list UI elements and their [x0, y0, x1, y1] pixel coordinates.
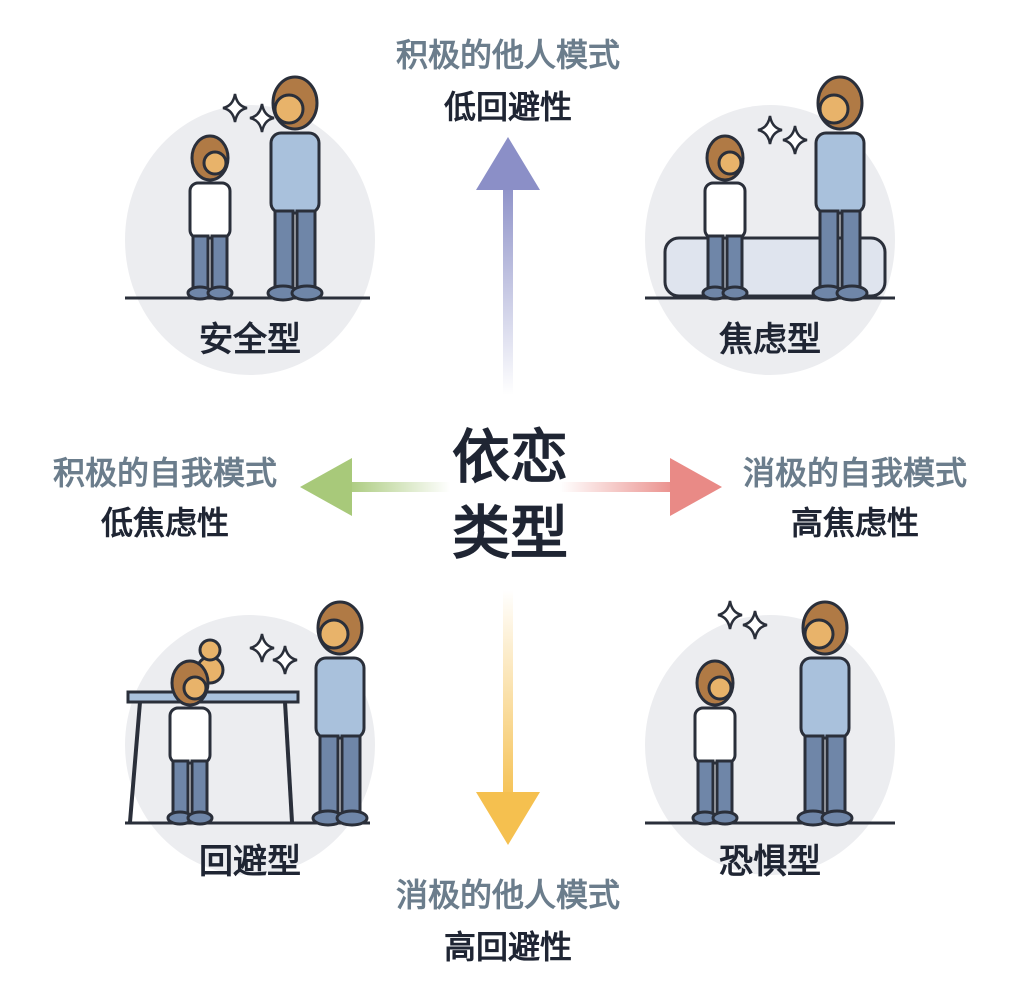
label-avoidant: 回避型	[199, 843, 301, 881]
label-fearful: 恐惧型	[719, 843, 821, 881]
arrow-left	[300, 458, 450, 516]
top-axis-main: 低回避性	[443, 89, 572, 125]
right-axis-main: 高焦虑性	[790, 505, 919, 541]
anxious-scene	[645, 75, 895, 375]
arrow-up	[476, 137, 540, 395]
center-title-line1: 依恋	[451, 425, 568, 490]
label-anxious: 焦虑型	[719, 321, 821, 359]
left-axis-sub: 积极的自我模式	[52, 455, 277, 491]
arrow-down	[476, 590, 540, 845]
fearful-scene	[645, 599, 895, 875]
bottom-axis-sub: 消极的他人模式	[395, 877, 620, 913]
left-axis-main: 低焦虑性	[100, 505, 229, 541]
center-title-line2: 类型	[451, 501, 568, 566]
arrow-right	[560, 458, 722, 516]
bottom-axis-main: 高回避性	[443, 929, 572, 965]
label-secure: 安全型	[199, 321, 301, 359]
avoidant-scene	[125, 600, 375, 875]
right-axis-sub: 消极的自我模式	[742, 455, 967, 491]
top-axis-sub: 积极的他人模式	[395, 37, 620, 73]
secure-scene	[125, 75, 375, 375]
center-title: 依恋 类型	[430, 420, 590, 572]
